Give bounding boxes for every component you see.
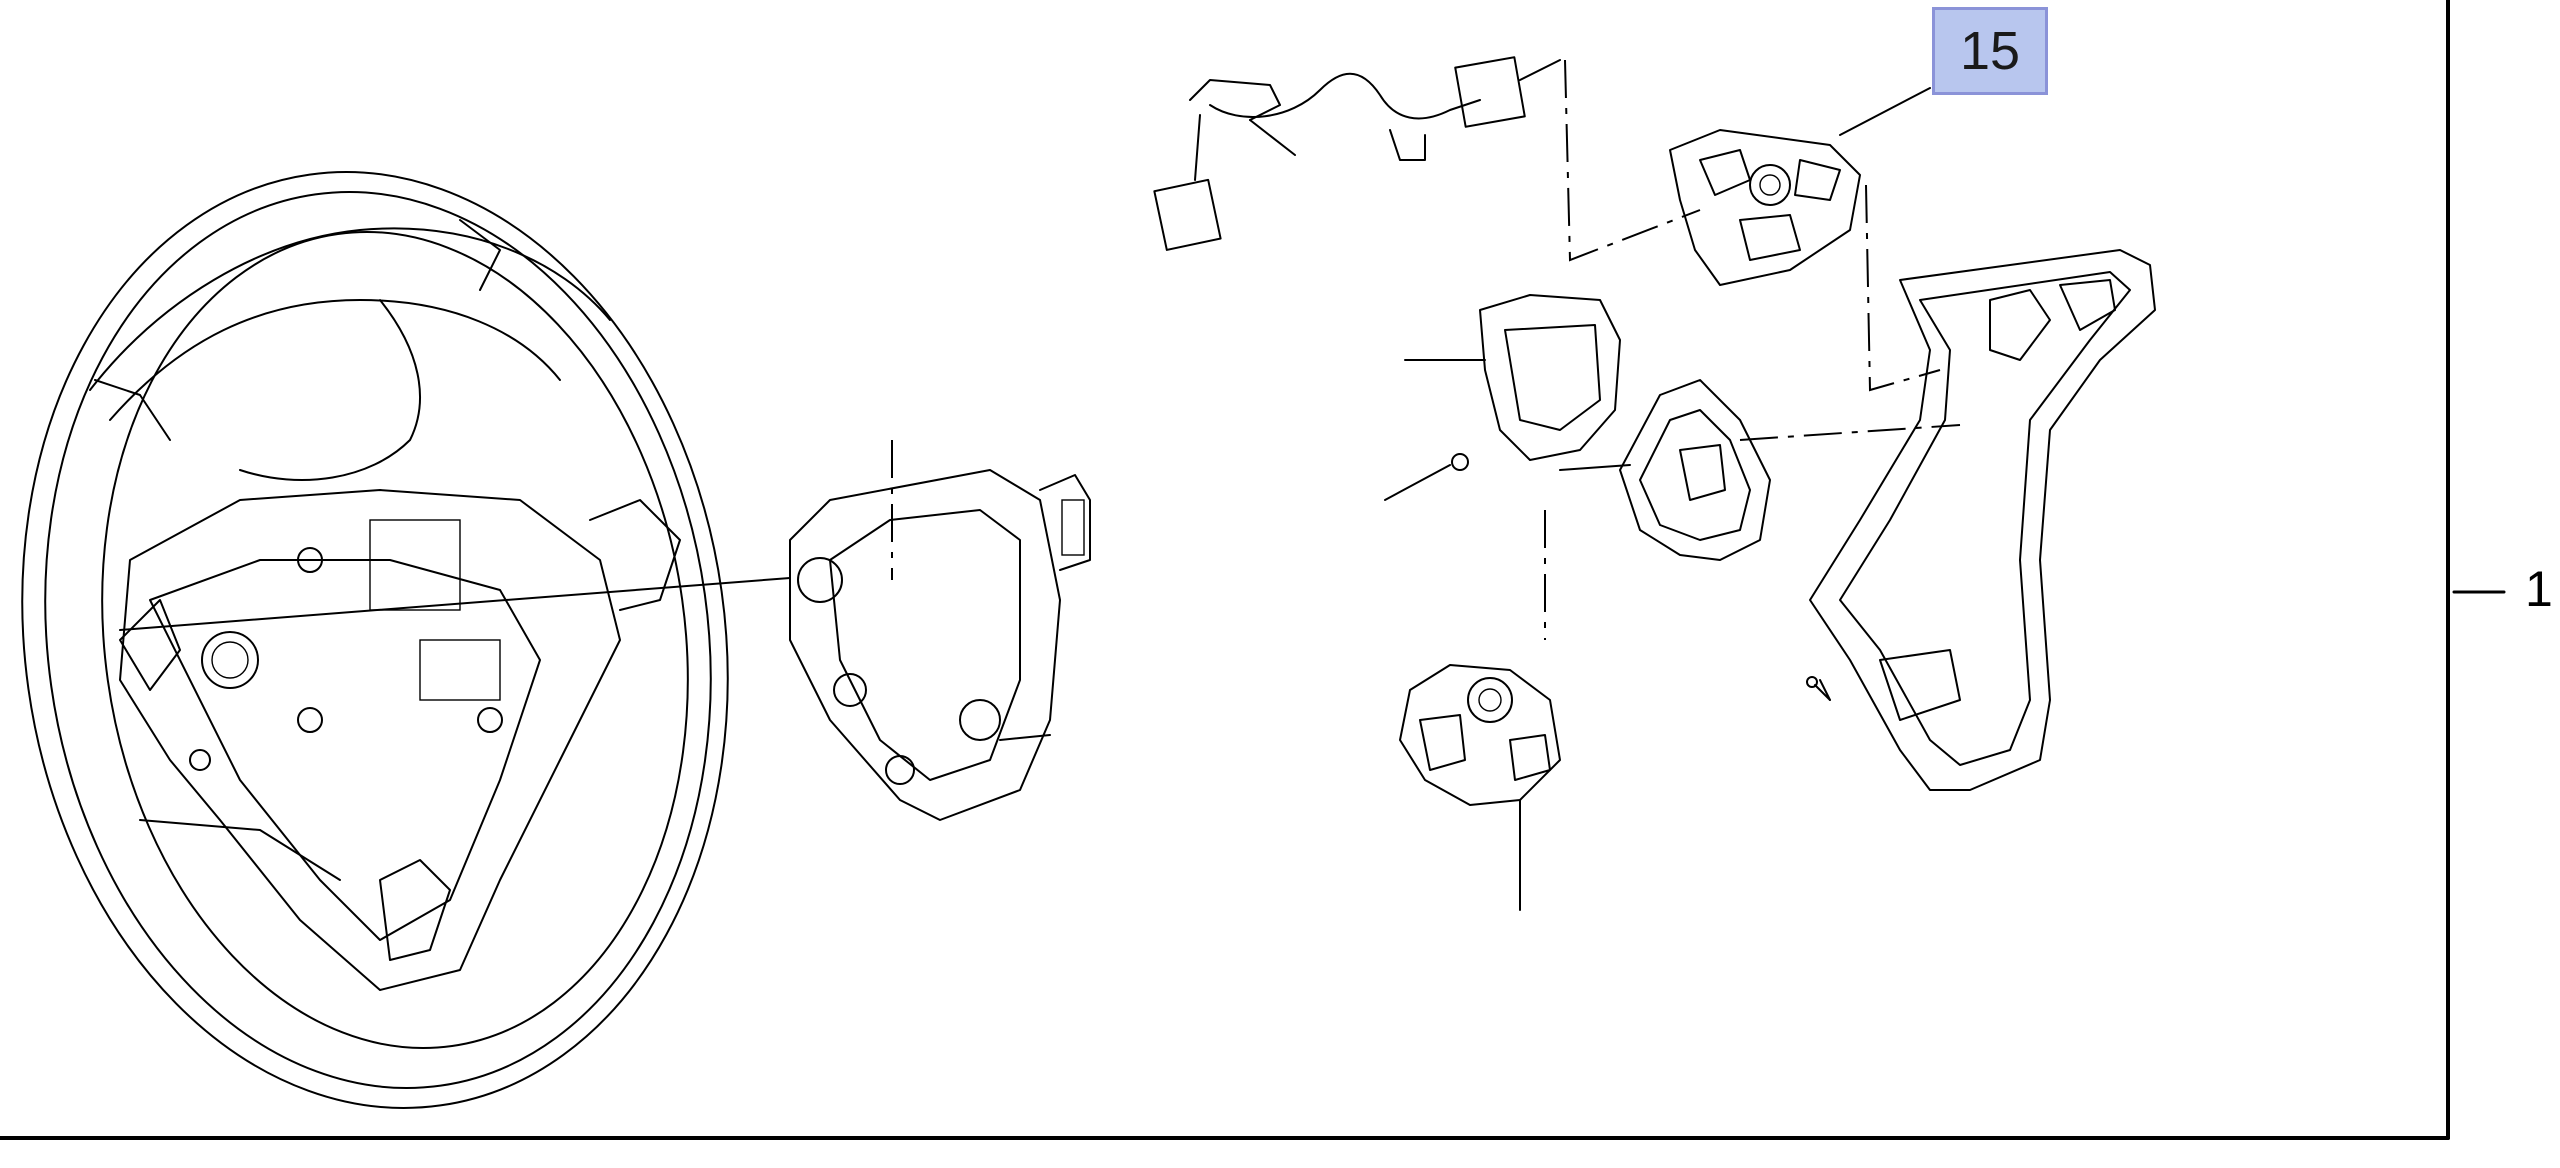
lower-switch-module[interactable] xyxy=(1399,510,1561,911)
wiring-harness[interactable] xyxy=(1153,56,1561,251)
switch-mounting-bracket[interactable] xyxy=(789,440,1091,821)
fastener-screw[interactable] xyxy=(1806,676,1831,701)
trim-bezel-left[interactable] xyxy=(1559,379,1771,561)
leader-line xyxy=(1865,184,1941,392)
trim-bezel-right[interactable] xyxy=(1809,249,2156,791)
center-switch-housing[interactable] xyxy=(1384,294,1621,501)
upper-right-switch-module[interactable] xyxy=(1669,87,1931,286)
steering-wheel-assembly[interactable] xyxy=(0,126,787,1154)
diagram-frame xyxy=(0,0,2506,1140)
callout-15[interactable]: 15 xyxy=(1932,7,2048,95)
leader-line xyxy=(119,577,791,631)
leader-line xyxy=(1739,424,1961,441)
leader-line xyxy=(1564,59,1701,262)
reference-label-1: 1 xyxy=(2525,561,2553,617)
